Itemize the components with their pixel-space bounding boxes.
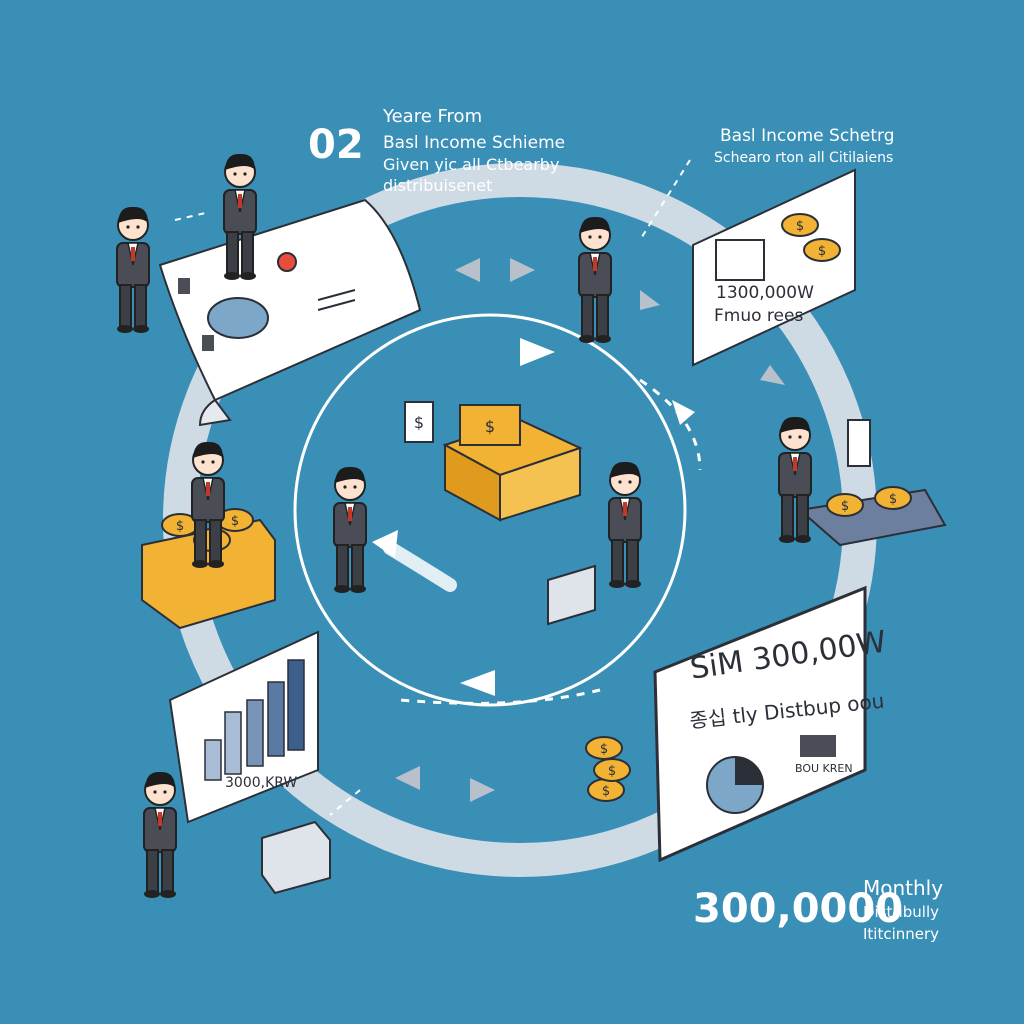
arrow-icon (672, 400, 695, 425)
person-figure (116, 205, 150, 334)
board-small-label: BOU KREN (795, 762, 853, 775)
summary-board-panel (653, 585, 867, 863)
arrow-icon (460, 670, 495, 696)
coin-stack-icon (141, 508, 276, 630)
distribution-word: Distribully (863, 903, 939, 921)
bar-chart-panel (168, 630, 319, 824)
header-line-4: distribuisenet (383, 176, 493, 195)
itinerary-word: Ititcinnery (863, 925, 940, 943)
header-line-1: Yeare From (383, 106, 483, 127)
laptop-icon (547, 564, 596, 626)
coin-stack-icon (585, 736, 631, 802)
arrow-icon (520, 338, 555, 366)
step-number: 02 (308, 122, 364, 168)
monthly-word: Monthly (863, 876, 944, 900)
person-figure (778, 415, 812, 544)
chart-label: 3000,KRW (225, 775, 298, 791)
person-figure (143, 770, 177, 899)
svg-text:$: $ (485, 417, 495, 436)
person-figure (333, 465, 367, 594)
planning-board-panel (158, 198, 422, 427)
header-line-3: Given yic all Ctbearby (383, 155, 560, 174)
svg-text:$: $ (414, 413, 424, 432)
inbox-box-icon (261, 820, 331, 895)
coin-stack-icon: $ (442, 404, 583, 522)
document-icon (404, 401, 434, 443)
document-icon (847, 419, 871, 467)
header-line-2: Basl Income Schieme (383, 133, 566, 153)
monthly-amount: 300,0000 (693, 886, 904, 932)
cashier-desk (797, 419, 947, 547)
card-caption: Fmuo rees (714, 306, 804, 326)
top-right-subtitle: Schearo rton all Citilaiens (714, 150, 894, 166)
arrow-icon (395, 258, 785, 802)
inner-cycle-circle (293, 313, 687, 707)
person-figure (608, 460, 642, 589)
person-figure (578, 215, 612, 344)
card-amount: 1300,000W (716, 283, 814, 303)
payment-card-panel (692, 168, 856, 367)
bar-chart-icon (204, 739, 222, 781)
top-right-title: Basl Income Schetrg (720, 126, 895, 146)
